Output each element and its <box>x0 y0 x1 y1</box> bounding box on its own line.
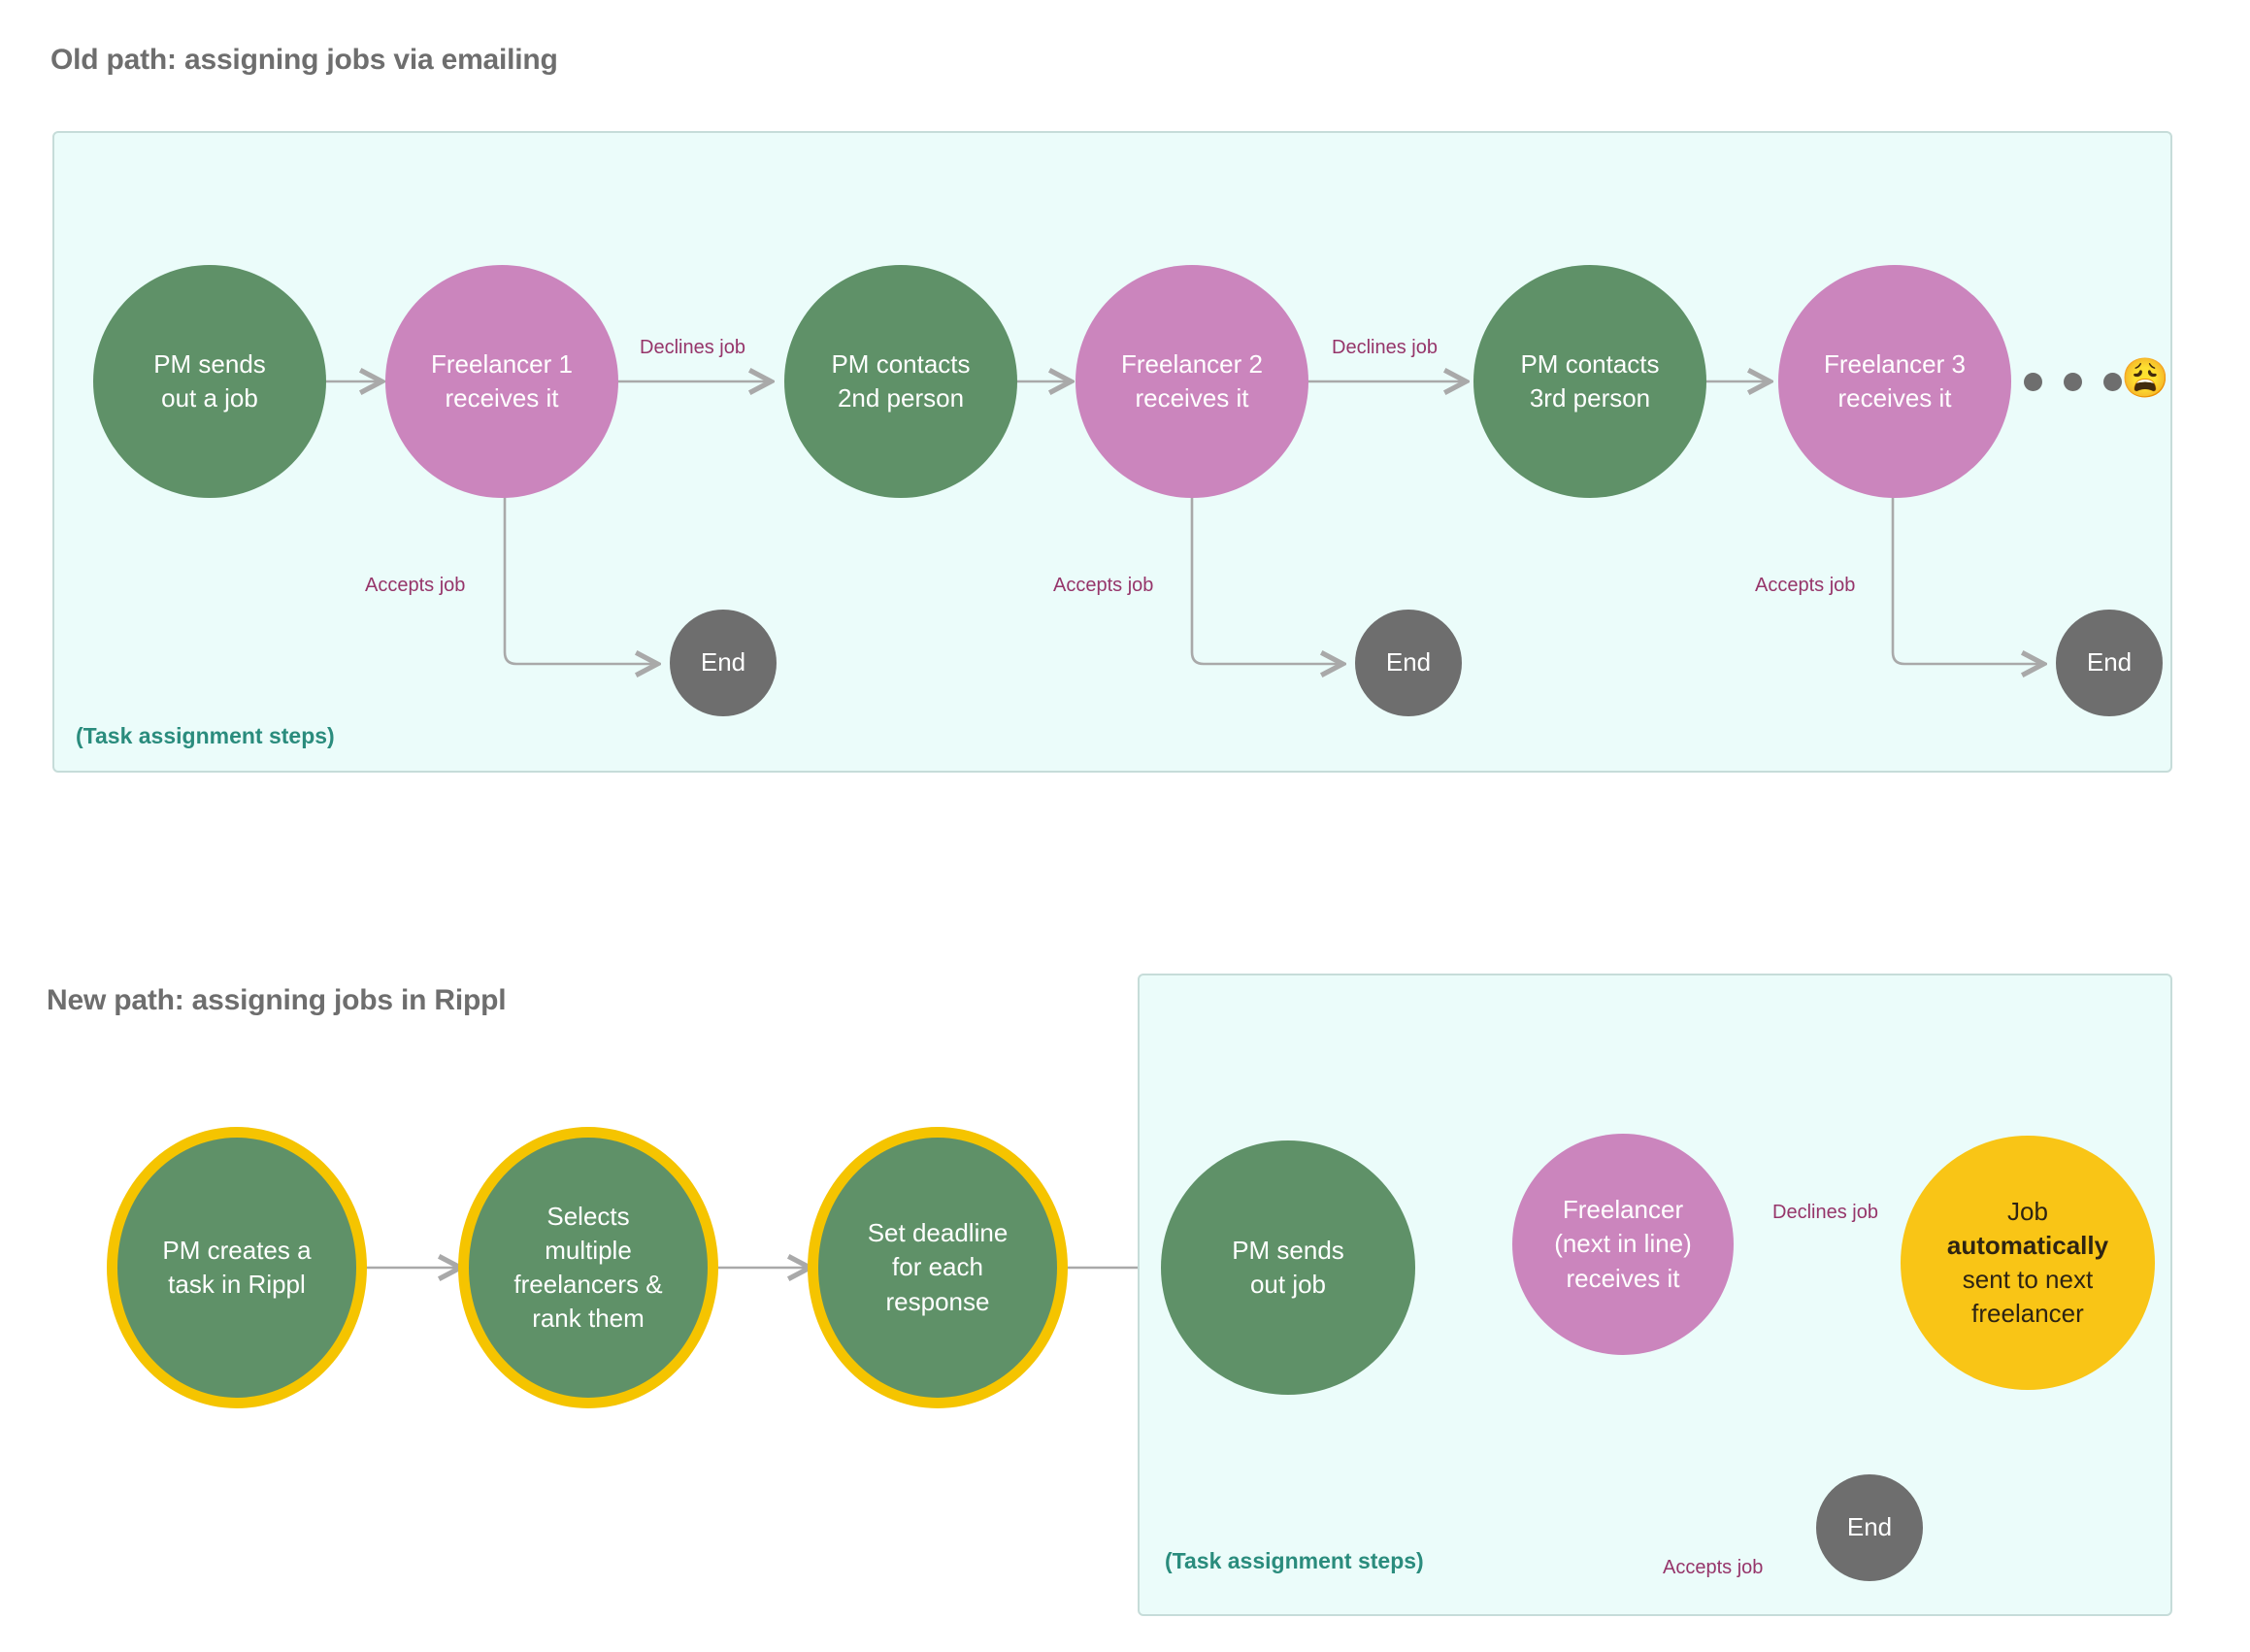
dot-3 <box>2103 373 2122 391</box>
node-label: Freelancer 2 receives it <box>1121 348 1263 413</box>
node-label: Freelancer 1 receives it <box>431 348 573 413</box>
node-set-deadline[interactable]: Set deadline for each response <box>808 1127 1068 1408</box>
node-selects-rank[interactable]: Selects multiple freelancers & rank them <box>458 1127 718 1408</box>
node-label: Freelancer 3 receives it <box>1824 348 1966 413</box>
node-label: PM creates a task in Rippl <box>162 1235 312 1299</box>
node-label: End <box>1385 647 1432 677</box>
node-label: Set deadline for each response <box>867 1218 1009 1316</box>
node-job-auto-next-freelancer[interactable]: Job automatically sent to next freelance… <box>1901 1136 2155 1390</box>
node-end-new[interactable]: End <box>1816 1474 1923 1581</box>
edge-label-accepts-1: Accepts job <box>365 575 466 596</box>
node-pm-sends-job[interactable]: PM sends out a job <box>93 265 326 498</box>
node-label: Freelancer (next in line) receives it <box>1554 1195 1692 1293</box>
edge-label-accepts-3: Accepts job <box>1755 575 1856 596</box>
node-pm-contacts-2nd[interactable]: PM contacts 2nd person <box>784 265 1017 498</box>
panel-caption-old: (Task assignment steps) <box>76 723 335 748</box>
node-freelancer-3[interactable]: Freelancer 3 receives it <box>1778 265 2011 498</box>
edge-label-declines-2: Declines job <box>1332 337 1438 358</box>
node-label: End <box>1846 1512 1893 1542</box>
node-end-1[interactable]: End <box>670 610 777 716</box>
node-label: End <box>700 647 746 677</box>
auto-line-3: sent to next <box>1962 1265 2094 1294</box>
node-pm-creates-task[interactable]: PM creates a task in Rippl <box>107 1127 367 1408</box>
node-label: PM contacts 3rd person <box>1520 348 1660 413</box>
dot-1 <box>2024 373 2042 391</box>
node-label: PM sends out job <box>1232 1235 1344 1299</box>
node-freelancer-next-in-line[interactable]: Freelancer (next in line) receives it <box>1512 1134 1734 1355</box>
node-end-2[interactable]: End <box>1355 610 1462 716</box>
auto-line-2-bold: automatically <box>1946 1230 2109 1260</box>
auto-line-1: Job <box>2007 1196 2048 1226</box>
edge-label-accepts-2: Accepts job <box>1053 575 1154 596</box>
node-label: Selects multiple freelancers & rank them <box>513 1201 663 1334</box>
weary-face-emoji: 😩 <box>2121 357 2169 400</box>
dot-2 <box>2064 373 2082 391</box>
node-label-auto: Job automatically sent to next freelance… <box>1939 1195 2116 1331</box>
page-title-new-path: New path: assigning jobs in Rippl <box>47 984 507 1016</box>
edge-label-declines-new: Declines job <box>1772 1202 1878 1223</box>
node-end-3[interactable]: End <box>2056 610 2163 716</box>
edge-label-declines-1: Declines job <box>640 337 745 358</box>
node-label: PM sends out a job <box>153 348 266 413</box>
ellipsis-dots <box>2024 373 2122 391</box>
panel-caption-new: (Task assignment steps) <box>1165 1548 1424 1573</box>
node-pm-sends-out-job[interactable]: PM sends out job <box>1161 1140 1415 1395</box>
node-freelancer-2[interactable]: Freelancer 2 receives it <box>1075 265 1308 498</box>
node-pm-contacts-3rd[interactable]: PM contacts 3rd person <box>1473 265 1706 498</box>
auto-line-4: freelancer <box>1971 1299 2084 1329</box>
node-label: PM contacts 2nd person <box>831 348 971 413</box>
edge-label-accepts-new: Accepts job <box>1663 1557 1764 1578</box>
node-label: End <box>2086 647 2133 677</box>
page-title-old-path: Old path: assigning jobs via emailing <box>50 44 558 76</box>
node-freelancer-1[interactable]: Freelancer 1 receives it <box>385 265 618 498</box>
